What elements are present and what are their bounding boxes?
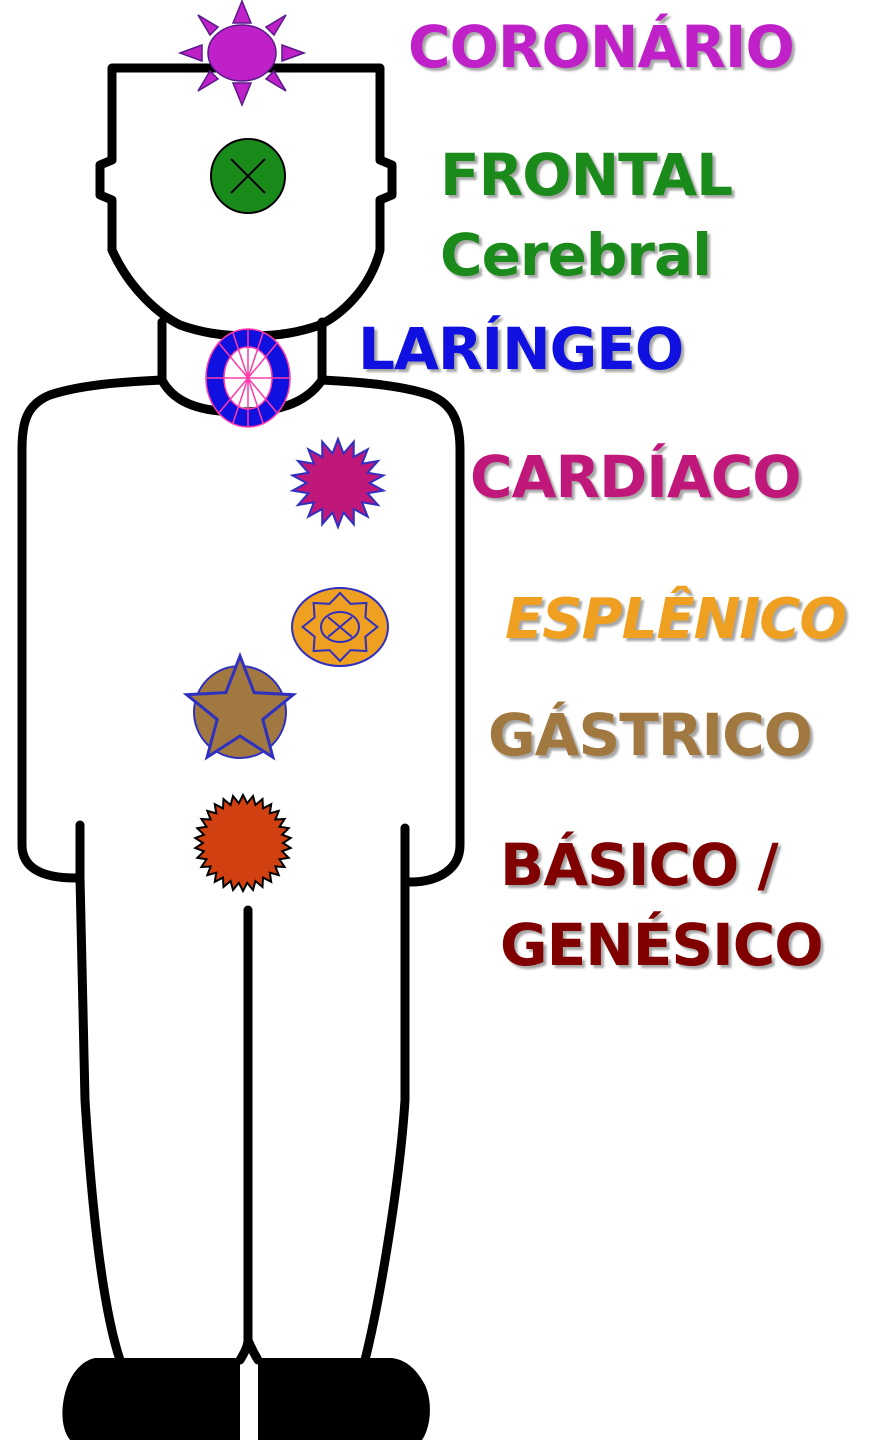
frontal-symbol <box>211 139 285 213</box>
esplenico-label: ESPLÊNICO <box>505 592 846 648</box>
right-foot <box>258 1358 430 1440</box>
genesico-label: GENÉSICO <box>500 916 823 974</box>
basico-label: BÁSICO / <box>500 836 778 894</box>
gastrico-symbol <box>187 656 294 758</box>
coronario-label: CORONÁRIO <box>408 18 794 76</box>
frontal-sublabel: Cerebral <box>440 226 711 284</box>
frontal-label: FRONTAL <box>440 146 732 204</box>
laringeo-label: LARÍNGEO <box>358 320 683 378</box>
coronario-symbol <box>180 1 304 105</box>
laringeo-symbol <box>206 329 290 427</box>
gastrico-label: GÁSTRICO <box>488 706 812 764</box>
basico-symbol <box>195 795 290 891</box>
cardiaco-symbol <box>293 439 384 527</box>
cardiaco-label: CARDÍACO <box>470 448 801 506</box>
left-foot <box>62 1358 240 1440</box>
esplenico-symbol <box>292 588 388 666</box>
legs-outline <box>80 878 405 1360</box>
